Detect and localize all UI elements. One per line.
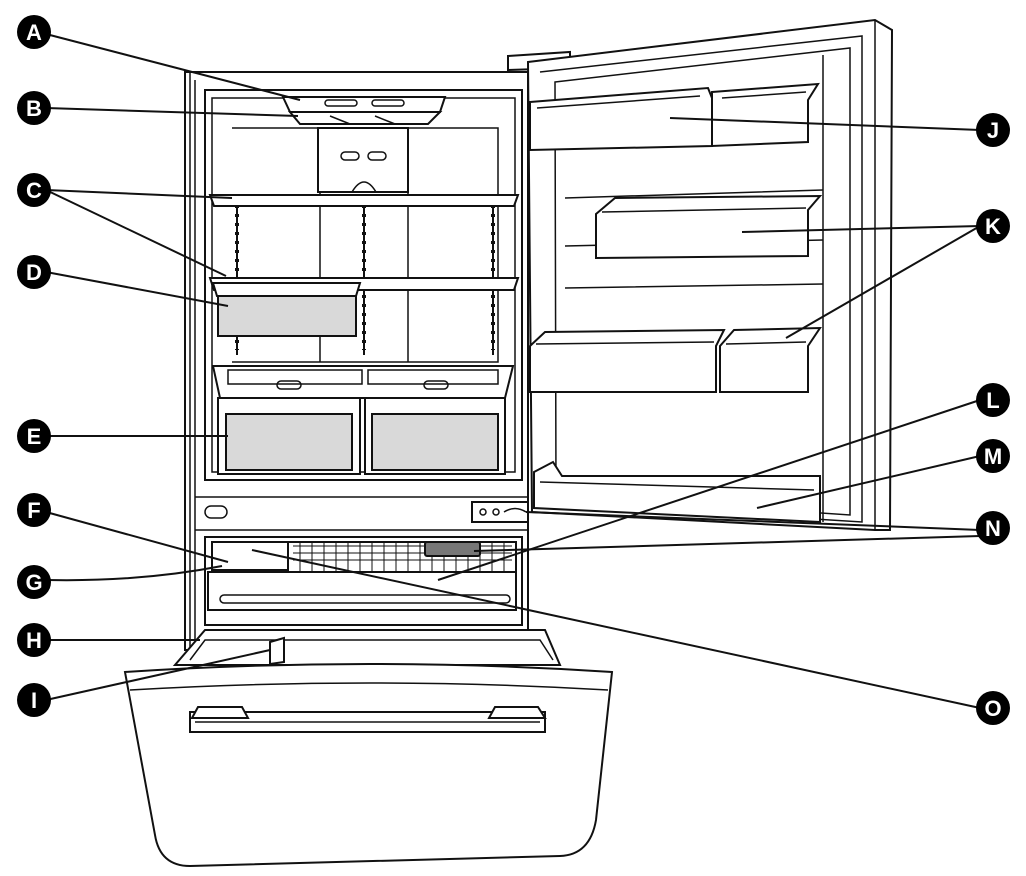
label-C: C — [17, 173, 51, 207]
leader-lines — [45, 33, 981, 709]
dairy-compartment — [529, 82, 820, 152]
freezer-basket — [204, 536, 523, 626]
freezer-drawer — [123, 629, 614, 868]
label-K-text: K — [985, 214, 1001, 239]
label-O-text: O — [984, 696, 1001, 721]
label-N-text: N — [985, 516, 1001, 541]
label-F-text: F — [27, 498, 40, 523]
label-M-text: M — [984, 444, 1002, 469]
label-H: H — [17, 623, 51, 657]
label-F: F — [17, 493, 51, 527]
label-M: M — [976, 439, 1010, 473]
label-J-text: J — [987, 118, 999, 143]
label-A-text: A — [26, 20, 42, 45]
label-E: E — [17, 419, 51, 453]
label-E-text: E — [27, 424, 42, 449]
label-B: B — [17, 91, 51, 125]
label-L-text: L — [986, 388, 999, 413]
crisper-drawers — [217, 397, 506, 475]
light-shield — [287, 111, 443, 125]
snack-bin — [211, 282, 362, 337]
water-filter-housing — [317, 127, 409, 193]
label-B-text: B — [26, 96, 42, 121]
label-N: N — [976, 511, 1010, 545]
label-D-text: D — [26, 260, 42, 285]
label-K: K — [976, 209, 1010, 243]
label-G: G — [17, 565, 51, 599]
door-bins — [529, 194, 823, 393]
freezer-divider — [195, 496, 529, 531]
control-housing — [281, 96, 447, 113]
label-G-text: G — [25, 570, 42, 595]
label-C-text: C — [26, 178, 42, 203]
label-L: L — [976, 383, 1010, 417]
label-I: I — [17, 683, 51, 717]
label-O: O — [976, 691, 1010, 725]
label-I-text: I — [31, 688, 37, 713]
label-J: J — [976, 113, 1010, 147]
crisper-cover — [211, 365, 515, 399]
label-H-text: H — [26, 628, 42, 653]
label-D: D — [17, 255, 51, 289]
label-A: A — [17, 15, 51, 49]
